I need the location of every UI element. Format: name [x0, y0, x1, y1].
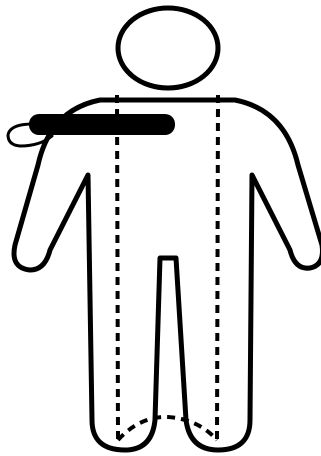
- body-outline: [14, 100, 321, 450]
- head: [118, 8, 218, 88]
- handheld-device: [29, 114, 175, 135]
